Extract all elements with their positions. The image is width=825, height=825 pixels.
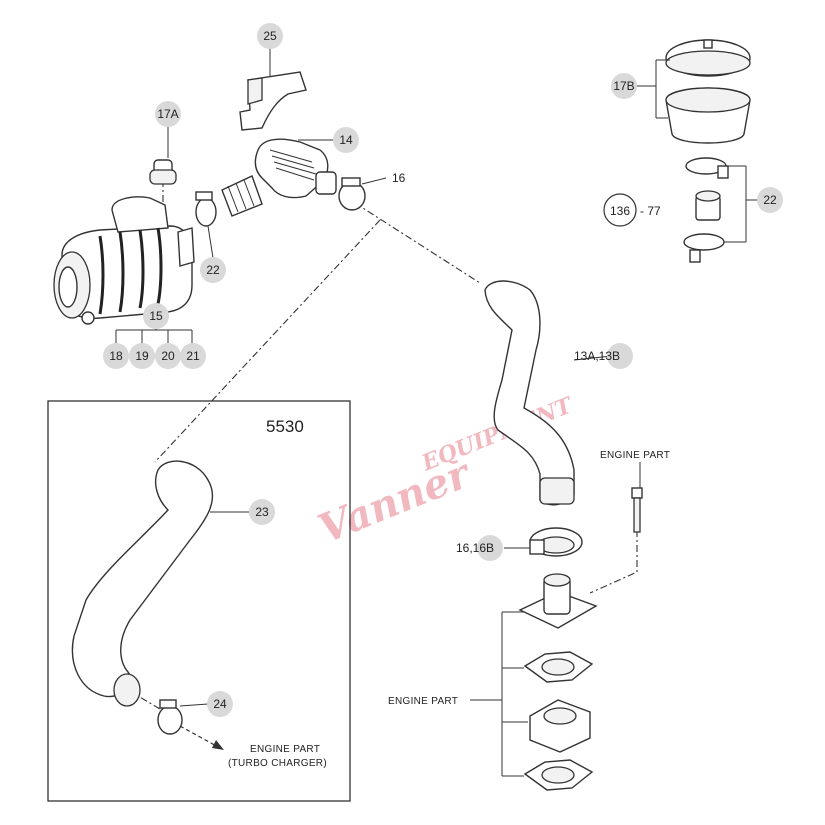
part-23-turbo-hose bbox=[71, 460, 214, 707]
callout-20: 20 bbox=[155, 343, 181, 369]
callout-17b: 17B bbox=[611, 73, 637, 99]
part-14-elbow bbox=[254, 138, 337, 199]
hose-77 bbox=[695, 190, 721, 221]
arrow-to-turbo bbox=[179, 725, 221, 749]
svg-text:22: 22 bbox=[206, 263, 220, 277]
gasket-1 bbox=[523, 651, 594, 683]
callout-22-left: 22 bbox=[200, 257, 226, 283]
svg-text:19: 19 bbox=[135, 349, 149, 363]
callout-24: 24 bbox=[207, 691, 233, 717]
svg-text:16,16B: 16,16B bbox=[456, 541, 494, 555]
clamp-right-top bbox=[685, 157, 729, 179]
clamp-24 bbox=[157, 699, 183, 735]
svg-text:24: 24 bbox=[213, 697, 227, 711]
svg-text:136: 136 bbox=[610, 204, 630, 218]
svg-text:17A: 17A bbox=[157, 107, 178, 121]
callout-18: 18 bbox=[103, 343, 129, 369]
callout-25: 25 bbox=[257, 23, 283, 49]
corrugated-connector bbox=[221, 175, 263, 217]
clamp-16-16b bbox=[529, 527, 583, 557]
callout-13a-13b: 13A,13B bbox=[574, 343, 633, 369]
part-13-hose bbox=[484, 280, 575, 506]
svg-text:17B: 17B bbox=[613, 79, 634, 93]
spacer-block bbox=[529, 699, 591, 753]
centerline-turbo bbox=[127, 689, 166, 713]
svg-text:21: 21 bbox=[186, 349, 200, 363]
inset-title: 5530 bbox=[266, 417, 304, 436]
callout-17a: 17A bbox=[155, 101, 181, 127]
callout-16-16b: 16,16B bbox=[456, 535, 503, 561]
part-17a-valve bbox=[149, 159, 177, 185]
note-engine-part-top: ENGINE PART bbox=[600, 450, 670, 461]
svg-text:13A,13B: 13A,13B bbox=[574, 349, 620, 363]
callout-16: 16 bbox=[392, 171, 406, 185]
centerline-main bbox=[154, 202, 481, 463]
clamp-left bbox=[195, 191, 217, 227]
callout-23: 23 bbox=[249, 499, 275, 525]
inset-box bbox=[47, 400, 351, 802]
svg-text:20: 20 bbox=[161, 349, 175, 363]
svg-text:22: 22 bbox=[763, 193, 777, 207]
clamp-right-bottom bbox=[683, 233, 725, 263]
note-turbo-charger: (TURBO CHARGER) bbox=[228, 758, 327, 769]
centerline-bolt bbox=[589, 530, 638, 594]
svg-text:25: 25 bbox=[263, 29, 277, 43]
callout-21: 21 bbox=[180, 343, 206, 369]
callout-15: 15 bbox=[143, 303, 169, 329]
flange-outlet bbox=[518, 573, 598, 629]
callout-77: - 77 bbox=[640, 204, 661, 218]
arrow-head bbox=[212, 740, 224, 750]
clamp-16 bbox=[338, 177, 366, 211]
part-25-bracket bbox=[239, 71, 307, 131]
part-17b-precleaner bbox=[665, 87, 751, 144]
note-engine-part-mid: ENGINE PART bbox=[388, 696, 458, 707]
gasket-2 bbox=[523, 759, 594, 791]
callout-22-right: 22 bbox=[757, 187, 783, 213]
svg-text:16: 16 bbox=[392, 171, 406, 185]
callout-14: 14 bbox=[333, 127, 359, 153]
leader-lines bbox=[115, 48, 758, 777]
air-cleaner-assembly bbox=[53, 196, 195, 325]
svg-text:23: 23 bbox=[255, 505, 269, 519]
svg-text:18: 18 bbox=[109, 349, 123, 363]
svg-text:14: 14 bbox=[339, 133, 353, 147]
engine-bolt bbox=[631, 487, 643, 533]
note-engine-part-bottom: ENGINE PART bbox=[250, 744, 320, 755]
callout-19: 19 bbox=[129, 343, 155, 369]
svg-text:15: 15 bbox=[149, 309, 163, 323]
part-17b-cap bbox=[665, 39, 751, 77]
callout-136: 136 - 77 bbox=[603, 193, 661, 227]
